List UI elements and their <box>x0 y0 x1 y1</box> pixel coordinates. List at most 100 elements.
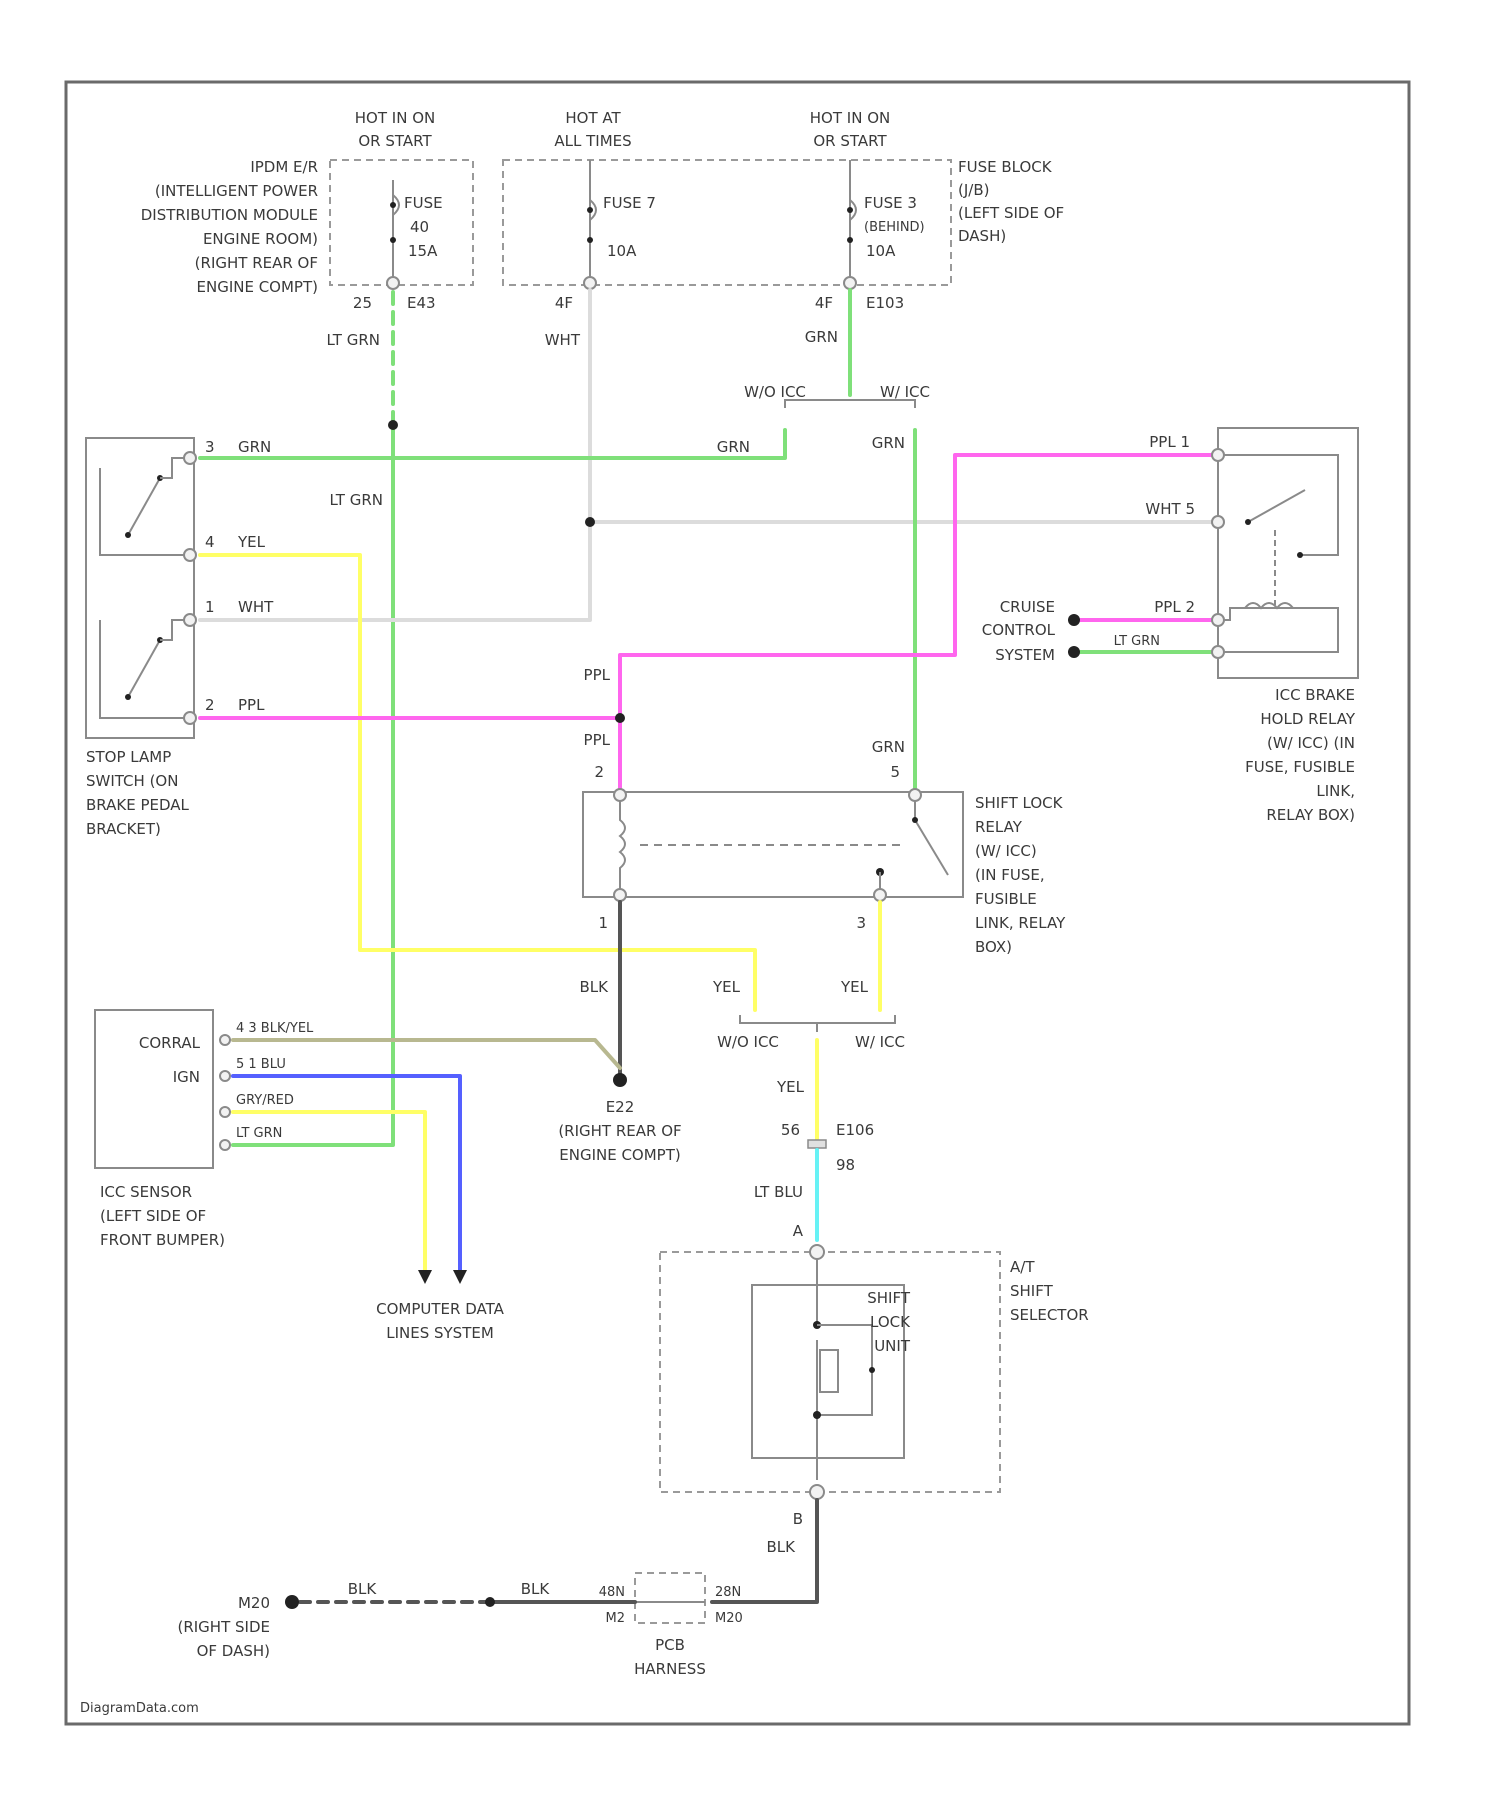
shift-relay-pin-1 <box>614 889 626 901</box>
sel-pin-a-label: A <box>793 1222 804 1240</box>
ipdm-line-1: IPDM E/R <box>250 158 318 176</box>
m20-line-2: (RIGHT SIDE <box>177 1618 270 1636</box>
ipdm-line-3: DISTRIBUTION MODULE <box>141 206 318 224</box>
icc-relay-line-3: (W/ ICC) (IN <box>1267 734 1355 752</box>
cruise-line-3: SYSTEM <box>995 646 1055 664</box>
stoplamp-pin-2 <box>184 712 196 724</box>
fuse-40-rating: 15A <box>408 242 438 260</box>
icc-pin-2 <box>1212 614 1224 626</box>
fuse-block-line-1: FUSE BLOCK <box>958 158 1053 176</box>
fuse-block-label: FUSE BLOCK (J/B) (LEFT SIDE OF DASH) <box>958 158 1064 245</box>
comp-data-line-1: COMPUTER DATA <box>376 1300 504 1318</box>
conn-e43: E43 <box>407 294 436 312</box>
stop-lamp-line-2: SWITCH (ON <box>86 772 178 790</box>
cruise-arrow-1 <box>1068 614 1080 626</box>
fuse-7: FUSE 7 10A <box>587 160 656 280</box>
grn-wire-stoplamp <box>200 430 785 458</box>
stoplamp-pin-3 <box>184 452 196 464</box>
cruise-label: CRUISE CONTROL SYSTEM <box>982 598 1056 664</box>
cruise-line-2: CONTROL <box>982 621 1056 639</box>
sensor-ign: IGN <box>173 1068 200 1086</box>
hot-run-right-1: HOT IN ON <box>810 109 890 127</box>
conn-e103: E103 <box>866 294 904 312</box>
m20-label: M20 (RIGHT SIDE OF DASH) <box>177 1594 270 1660</box>
sh-pin-3-label: 3 <box>856 914 866 932</box>
blk-label-harness: BLK <box>521 1580 551 1598</box>
selector-pin-b <box>810 1485 824 1499</box>
hot-run-left-1: HOT IN ON <box>355 109 435 127</box>
conn-e106: E106 <box>836 1121 874 1139</box>
blk-yel-wire <box>233 1040 620 1068</box>
lt-grn-label-top: LT GRN <box>327 331 381 349</box>
conn-56-98 <box>808 1140 826 1148</box>
icc-sensor-line-2: (LEFT SIDE OF <box>100 1207 206 1225</box>
icc-pin-5 <box>1212 516 1224 528</box>
ppl-1-label: PPL 1 <box>1149 433 1190 451</box>
blk-splice <box>485 1597 495 1607</box>
icc-relay-line-2: HOLD RELAY <box>1260 710 1355 728</box>
yel-label-stoplamp: YEL <box>237 533 266 551</box>
shift-lock-solenoid <box>813 1258 875 1480</box>
data-arrow-1 <box>418 1270 432 1284</box>
pcb-harness-box <box>635 1573 705 1623</box>
sensor-pin-1 <box>220 1035 230 1045</box>
pin-4f-right: 4F <box>815 294 833 312</box>
ipdm-line-5: (RIGHT REAR OF <box>195 254 318 272</box>
yel-label-down: YEL <box>776 1078 805 1096</box>
e22-line-1: E22 <box>606 1098 635 1116</box>
grn-label-wo-icc: GRN <box>717 438 750 456</box>
shift-unit-line-3: UNIT <box>874 1337 911 1355</box>
diagram-frame <box>66 82 1409 1724</box>
wht-label-top: WHT <box>545 331 581 349</box>
sl-pin-2-label: 2 <box>205 696 215 714</box>
shift-unit-line-2: LOCK <box>870 1313 911 1331</box>
shift-relay-line-6: LINK, RELAY <box>975 914 1066 932</box>
lt-grn-splice <box>388 420 398 430</box>
fuse-block-line-2: (J/B) <box>958 181 989 199</box>
icc-relay-line-1: ICC BRAKE <box>1275 686 1355 704</box>
blk-label-e22: BLK <box>580 978 610 996</box>
ppl-2-label: PPL 2 <box>1154 598 1195 616</box>
icc-sensor-label: ICC SENSOR (LEFT SIDE OF FRONT BUMPER) <box>100 1183 225 1249</box>
pcb-line-2: HARNESS <box>634 1660 706 1678</box>
shift-unit-label: SHIFT LOCK UNIT <box>867 1289 911 1355</box>
icc-pin-3 <box>1212 646 1224 658</box>
icc-relay-internals <box>1222 455 1338 652</box>
conn-m20-right: M20 <box>715 1611 743 1626</box>
icc-relay-line-4: FUSE, FUSIBLE <box>1245 758 1355 776</box>
icc-pin-1 <box>1212 449 1224 461</box>
shift-relay-pin-3 <box>874 889 886 901</box>
lt-grn-label-mid: LT GRN <box>330 491 384 509</box>
sl-pin-3-label: 3 <box>205 438 215 456</box>
shift-relay-pin-2 <box>614 789 626 801</box>
sh-pin-5-label: 5 <box>890 763 900 781</box>
ppl-label-stoplamp: PPL <box>238 696 265 714</box>
sensor-pin-2 <box>220 1071 230 1081</box>
selector-line-1: A/T <box>1010 1258 1035 1276</box>
fuse3-pin <box>844 277 856 289</box>
grn-label-relay: GRN <box>872 738 905 756</box>
pcb-label: PCB HARNESS <box>634 1636 706 1678</box>
blk-yel-label: 4 3 BLK/YEL <box>236 1021 314 1036</box>
gry-label: GRY/RED <box>236 1093 294 1108</box>
shift-relay-line-4: (IN FUSE, <box>975 866 1045 884</box>
m20-line-1: M20 <box>238 1594 270 1612</box>
footer-credit: DiagramData.com <box>80 1701 199 1716</box>
ppl-label-up: PPL <box>584 666 611 684</box>
fuse-7-rating: 10A <box>607 242 637 260</box>
icc-relay-label: ICC BRAKE HOLD RELAY (W/ ICC) (IN FUSE, … <box>1245 686 1356 824</box>
ipdm-line-6: ENGINE COMPT) <box>197 278 319 296</box>
power-labels: HOT IN ON OR START HOT AT ALL TIMES HOT … <box>355 109 890 150</box>
sensor-corral: CORRAL <box>139 1034 201 1052</box>
w-icc-top: W/ ICC <box>880 383 930 401</box>
grn-sensor-label: LT GRN <box>236 1126 282 1141</box>
w-o-icc-bot: W/O ICC <box>717 1033 779 1051</box>
fuse-block-line-3: (LEFT SIDE OF <box>958 204 1064 222</box>
fuse-3-behind: (BEHIND) <box>864 220 925 235</box>
fuse-7-label: FUSE 7 <box>603 194 656 212</box>
ppl-wire-relay <box>620 455 1215 792</box>
w-icc-bot: W/ ICC <box>855 1033 905 1051</box>
hot-run-left-2: OR START <box>358 132 432 150</box>
lt-blu-label: LT BLU <box>754 1183 803 1201</box>
